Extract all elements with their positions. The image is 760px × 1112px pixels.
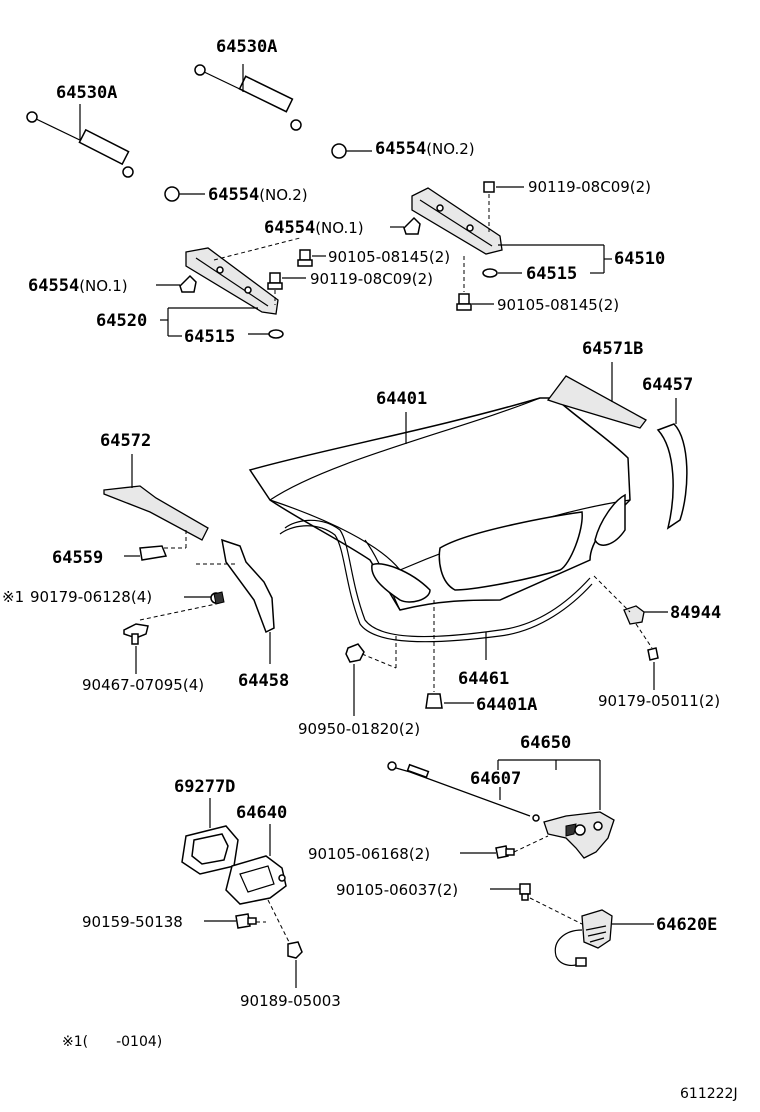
- label-90179-05011: 90179-05011(2): [598, 692, 720, 710]
- strut-top[interactable]: [194, 64, 302, 131]
- label-64559: 64559: [52, 548, 103, 568]
- label-90105-06168: 90105-06168(2): [308, 845, 430, 863]
- bolt-90159-50138[interactable]: [235, 913, 257, 929]
- label-64520: 64520: [96, 311, 147, 331]
- weatherstrip[interactable]: [284, 519, 591, 638]
- label-64554-no1-left: 64554(NO.1): [28, 276, 128, 296]
- label-90189: 90189-05003: [240, 992, 341, 1010]
- hinge-right[interactable]: [411, 181, 503, 255]
- trunk-lid-panel[interactable]: [248, 397, 631, 611]
- label-64457: 64457: [642, 375, 693, 395]
- bolt-90105-06037[interactable]: [519, 883, 531, 901]
- label-90119-top: 90119-08C09(2): [528, 178, 651, 196]
- garnish-64457[interactable]: [656, 423, 688, 530]
- bump-stop-no1-mid[interactable]: [403, 216, 421, 235]
- label-64554-no1-mid: 64554(NO.1): [264, 218, 364, 238]
- label-69277D: 69277D: [174, 777, 235, 797]
- bolt-right-bottom[interactable]: [456, 256, 472, 311]
- bezel-69277D[interactable]: [181, 825, 239, 875]
- diagram-code: 611222J: [680, 1086, 738, 1102]
- trunk-lock-64650[interactable]: [543, 811, 615, 859]
- hinge-left[interactable]: [185, 247, 279, 315]
- label-64530A-top: 64530A: [216, 37, 277, 57]
- label-64650: 64650: [520, 733, 571, 753]
- trim-64458[interactable]: [221, 538, 275, 634]
- bolt-90105-06168[interactable]: [495, 845, 515, 859]
- label-64530A-left: 64530A: [56, 83, 117, 103]
- bump-stop-no1-left[interactable]: [179, 274, 197, 293]
- label-64607: 64607: [470, 769, 521, 789]
- release-cable-64607[interactable]: [387, 761, 540, 822]
- garnish-64572[interactable]: [103, 485, 209, 541]
- bolt-left-mid[interactable]: [267, 272, 283, 305]
- washer-right[interactable]: [482, 268, 498, 278]
- label-64572: 64572: [100, 431, 151, 451]
- label-90119-mid: 90119-08C09(2): [310, 270, 433, 288]
- clip-90179-06128[interactable]: [210, 591, 225, 605]
- grommet-no2-mid[interactable]: [164, 186, 180, 202]
- clip-90179-05011[interactable]: [647, 647, 659, 661]
- label-84944: 84944: [670, 603, 721, 623]
- label-90467: 90467-07095(4): [82, 676, 204, 694]
- garnish-64571B[interactable]: [546, 375, 647, 429]
- label-64401A: 64401A: [476, 695, 537, 715]
- handle-base-64640[interactable]: [225, 855, 287, 905]
- label-64554-no2-top: 64554(NO.2): [375, 139, 475, 159]
- cushion-64401A[interactable]: [425, 600, 443, 709]
- label-90159: 90159-50138: [82, 913, 183, 931]
- label-64458: 64458: [238, 671, 289, 691]
- nut-90950[interactable]: [345, 643, 365, 663]
- footnote: ※1( -0104): [62, 1034, 162, 1050]
- push-clip-90467[interactable]: [123, 623, 149, 645]
- strut-left[interactable]: [26, 104, 134, 178]
- washer-left[interactable]: [268, 329, 284, 339]
- label-64461: 64461: [458, 669, 509, 689]
- label-64640: 64640: [236, 803, 287, 823]
- label-64401: 64401: [376, 389, 427, 409]
- label-90950: 90950-01820(2): [298, 720, 420, 738]
- label-90105-06037: 90105-06037(2): [336, 881, 458, 899]
- label-64515-right: 64515: [526, 264, 577, 284]
- clip-64559[interactable]: [139, 545, 168, 561]
- label-64554-no2-mid: 64554(NO.2): [208, 185, 308, 205]
- grommet-no2-top[interactable]: [331, 143, 347, 159]
- label-90105-08145-right: 90105-08145(2): [497, 296, 619, 314]
- label-64510: 64510: [614, 249, 665, 269]
- label-64620E: 64620E: [656, 915, 717, 935]
- bolt-left-top[interactable]: [297, 249, 313, 267]
- label-64515-left: 64515: [184, 327, 235, 347]
- nut-90189-05003[interactable]: [287, 941, 303, 959]
- bracket-84944[interactable]: [623, 605, 645, 625]
- label-64571B: 64571B: [582, 339, 643, 359]
- label-90105-08145-mid: 90105-08145(2): [328, 248, 450, 266]
- lock-actuator-64620E[interactable]: [554, 909, 613, 967]
